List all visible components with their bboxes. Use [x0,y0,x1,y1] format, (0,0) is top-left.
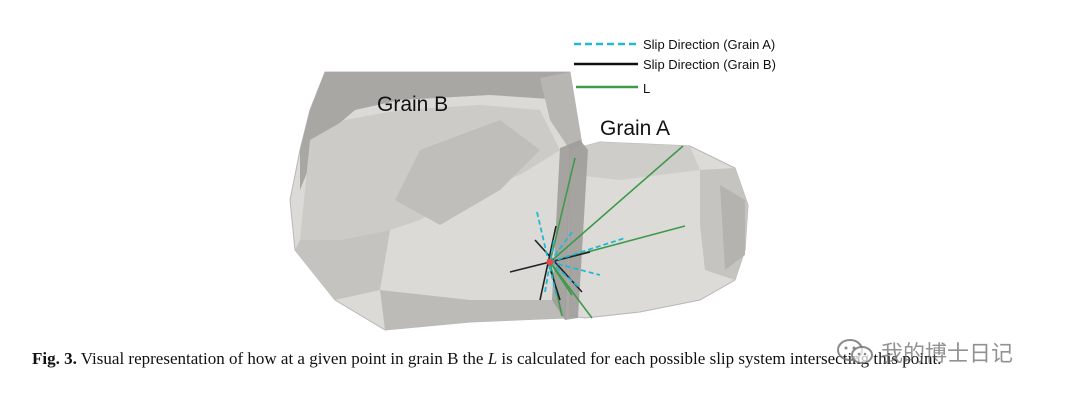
figure-illustration: Grain B Grain A Slip Direction (Grain A)… [289,37,776,331]
grain-boundary-plane [552,140,588,320]
grain-a-label: Grain A [600,117,670,140]
legend-label-l: L [643,81,650,96]
slip-lines-grain-a [536,211,626,299]
grain-a-shape [569,141,749,319]
caption-text-before: Visual representation of how at a given … [76,349,488,368]
evaluation-point [546,258,554,266]
watermark: 我的博士日记 [835,336,1013,368]
wechat-icon [837,339,873,364]
figure-caption: Fig. 3. Visual representation of how at … [32,349,1062,369]
legend: Slip Direction (Grain A) Slip Direction … [574,37,776,96]
caption-text-after: is calculated for each possible slip sys… [497,349,942,368]
caption-variable: L [487,349,498,368]
legend-label-slip-b: Slip Direction (Grain B) [643,57,776,72]
legend-label-slip-a: Slip Direction (Grain A) [643,37,775,52]
watermark-text: 我的博士日记 [881,342,1014,367]
grain-b-label: Grain B [377,93,448,116]
caption-label: Fig. 3. [32,349,77,368]
grain-b-shape [289,71,583,331]
